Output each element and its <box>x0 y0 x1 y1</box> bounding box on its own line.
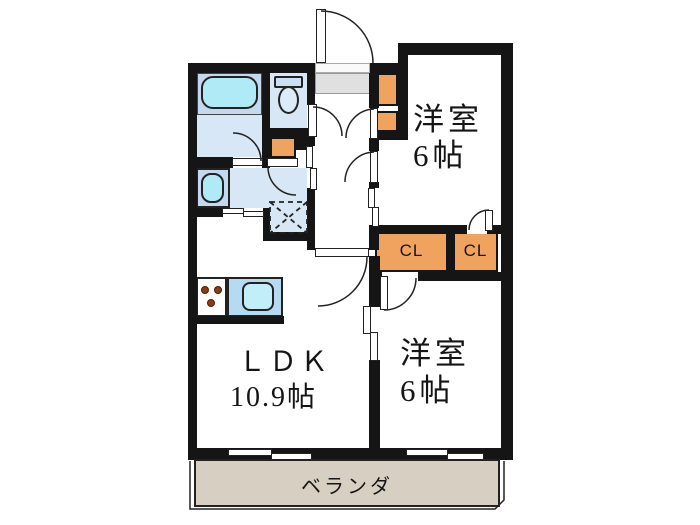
linen-closet <box>270 137 296 158</box>
ldk-size: 10.9帖 <box>230 382 318 413</box>
wall-bedroom-left-upper <box>398 55 408 140</box>
wall-left-outer <box>188 63 197 460</box>
wall-ldk-bedroom-a <box>369 256 380 307</box>
wall-bath-bottom <box>188 157 233 168</box>
bedroom-top-slider-panel-1 <box>368 188 375 208</box>
washroom-nook-floor <box>270 208 307 233</box>
bedroom-bottom-door-arc <box>383 277 417 311</box>
washroom-ldk-slider-1 <box>222 208 244 214</box>
closet-right-label: CL <box>463 241 488 260</box>
wall-nook-left <box>263 208 270 241</box>
entrance-threshold <box>315 63 370 73</box>
ldk-window-panel-1 <box>228 449 272 456</box>
closet-left-label: CL <box>399 241 424 260</box>
bedroom-window-panel-1 <box>406 449 448 456</box>
wall-room-top-bottom <box>369 225 513 234</box>
wall-ldk-bedroom-b <box>369 360 380 448</box>
gas-stove <box>196 277 227 317</box>
toilet-door-leaf <box>308 104 317 137</box>
ldk-door-arc <box>317 256 368 307</box>
wall-top-stub <box>370 63 408 73</box>
kitchen-counter-edge <box>194 316 284 324</box>
bedroom-top-door-leaf <box>370 151 378 183</box>
bath-door-leaf <box>232 158 263 166</box>
ldk-door-leaf <box>315 248 369 257</box>
bedroom-top-slider-panel-2 <box>372 207 379 227</box>
wall-hall-right-c <box>369 182 379 188</box>
wall-washroom-bottom <box>188 208 223 217</box>
linen-door-leaf <box>267 158 298 167</box>
veranda-label: ベランダ <box>301 476 393 498</box>
wall-hall-right-b <box>369 138 379 151</box>
washroom-slider-panel-1 <box>306 146 313 168</box>
washroom-ldk-slider-2 <box>243 211 264 217</box>
washbasin <box>201 173 224 203</box>
bedroom-bottom-door-leaf <box>380 276 388 310</box>
wall-right-outer <box>501 43 513 460</box>
wall-cl-bottom <box>369 272 513 281</box>
wall-hall-right-a <box>369 73 379 108</box>
closet-right-door-gap <box>467 225 487 234</box>
closet-right-door-leaf <box>485 210 493 231</box>
wall-bath-toilet <box>262 73 270 168</box>
wall-hall-left-a <box>307 63 315 105</box>
bedroom-top-size: 6帖 <box>413 138 468 173</box>
wall-cl-divider <box>448 234 453 272</box>
washroom-slider-panel-2 <box>310 168 317 190</box>
wall-toilet-bottom <box>266 128 313 137</box>
entrance-door-leaf <box>316 9 326 63</box>
wall-top-right <box>398 43 513 55</box>
ldk-bedroom-slider-1 <box>363 306 371 334</box>
wall-hall-left-b <box>307 136 315 146</box>
entrance-mat <box>315 73 370 94</box>
bathtub <box>201 76 258 109</box>
bedroom-bottom-door-gap <box>382 272 418 281</box>
bedroom-bottom-name: 洋室 <box>400 336 470 371</box>
ldk-bedroom-slider-2 <box>370 332 378 361</box>
wall-linen-right <box>296 137 308 150</box>
bedroom-bottom-size: 6帖 <box>400 373 455 408</box>
toilet-door-arc <box>312 106 343 137</box>
wall-storage-jog <box>372 130 403 140</box>
wall-hall-right-d <box>369 226 379 250</box>
wall-top-left <box>188 63 315 73</box>
closet-right <box>453 232 498 272</box>
ldk-name: ＬＤＫ <box>238 347 332 378</box>
toilet-bowl <box>278 86 299 114</box>
wall-nook-bottom <box>263 232 313 241</box>
storage-door-leaf <box>370 108 378 139</box>
kitchen-sink <box>242 282 274 311</box>
wall-hall-left-c <box>307 188 315 250</box>
closet-left <box>375 232 448 272</box>
entrance-door-arc <box>320 10 374 64</box>
bedroom-top-name: 洋室 <box>413 102 483 137</box>
